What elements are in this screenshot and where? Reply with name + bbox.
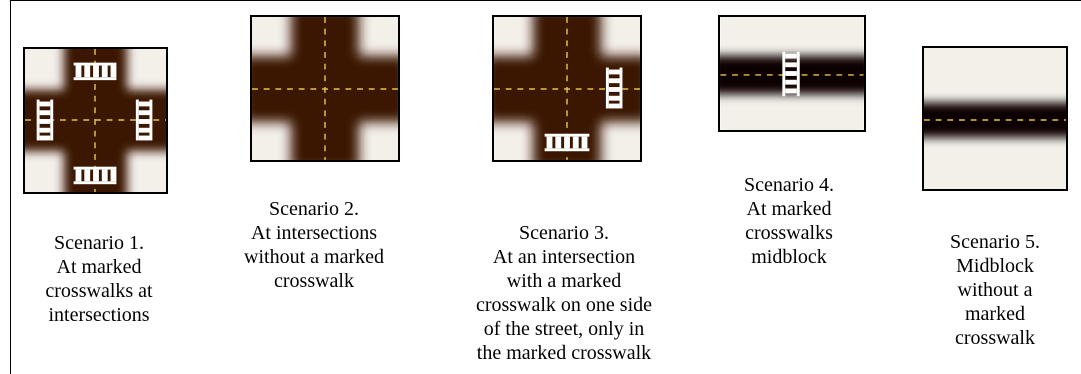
scenario-2: Scenario 2. At intersections without a m… bbox=[200, 0, 420, 374]
intersection-no-crosswalk-thumbnail bbox=[250, 15, 400, 162]
scenario-1-caption: Scenario 1. At marked crosswalks at inte… bbox=[14, 231, 184, 327]
intersection-partial-crosswalk-image bbox=[494, 17, 640, 160]
crosswalk-bottom bbox=[544, 133, 590, 152]
midblock-no-crosswalk-image bbox=[924, 48, 1066, 189]
scenario-5-title: Scenario 5. bbox=[950, 231, 1040, 253]
midblock-crosswalk-thumbnail bbox=[718, 15, 866, 132]
scenario-3-line-1: At an intersection bbox=[492, 246, 636, 268]
crosswalk-top bbox=[73, 62, 117, 81]
scenario-5-caption: Scenario 5. Midblock without a marked cr… bbox=[910, 230, 1080, 350]
figure-frame bbox=[10, 0, 1081, 374]
crosswalk-bottom bbox=[73, 166, 117, 185]
scenario-1-line-3: intersections bbox=[48, 304, 150, 326]
scenario-1-title: Scenario 1. bbox=[54, 232, 144, 254]
crosswalk-left bbox=[36, 99, 54, 141]
scenario-3-line-2: with a marked bbox=[506, 270, 622, 292]
scenario-4-line-2: crosswalks bbox=[745, 222, 833, 244]
scenario-4-line-1: At marked bbox=[746, 198, 832, 220]
crosswalk-right bbox=[135, 99, 153, 141]
scenario-1: Scenario 1. At marked crosswalks at inte… bbox=[0, 0, 200, 374]
scenario-1-line-2: crosswalks at bbox=[45, 280, 153, 302]
scenario-5-line-4: crosswalk bbox=[955, 327, 1035, 349]
intersection-crosswalks-image bbox=[25, 49, 166, 192]
midblock-crosswalk-image bbox=[720, 17, 864, 130]
scenario-1-line-1: At marked bbox=[56, 256, 142, 278]
scenario-4: Scenario 4. At marked crosswalks midbloc… bbox=[700, 0, 880, 374]
scenario-2-title: Scenario 2. bbox=[269, 198, 359, 220]
scenario-3-line-4: of the street, only in bbox=[483, 318, 645, 340]
scenario-4-title: Scenario 4. bbox=[744, 174, 834, 196]
scenario-5: Scenario 5. Midblock without a marked cr… bbox=[900, 0, 1081, 374]
midblock-no-crosswalk-thumbnail bbox=[922, 46, 1068, 191]
scenario-3-line-3: crosswalk on one side bbox=[475, 294, 653, 316]
intersection-crosswalks-thumbnail bbox=[23, 47, 168, 194]
scenario-2-line-1: At intersections bbox=[250, 222, 378, 244]
scenario-3-title: Scenario 3. bbox=[519, 222, 609, 244]
scenario-2-caption: Scenario 2. At intersections without a m… bbox=[220, 197, 408, 293]
crosswalk-right bbox=[605, 67, 623, 109]
scenario-5-line-3: marked bbox=[965, 303, 1025, 325]
scenario-5-line-2: without a bbox=[957, 279, 1033, 301]
scenario-5-line-1: Midblock bbox=[956, 255, 1034, 277]
intersection-partial-crosswalk-thumbnail bbox=[492, 15, 642, 162]
scenario-2-line-2: without a marked bbox=[244, 246, 384, 268]
scenario-2-line-3: crosswalk bbox=[274, 270, 354, 292]
scenario-3: Scenario 3. At an intersection with a ma… bbox=[440, 0, 660, 374]
scenario-3-line-5: the marked crosswalk bbox=[476, 342, 652, 364]
scenario-4-line-3: midblock bbox=[751, 246, 827, 268]
crosswalk-midblock bbox=[782, 51, 800, 97]
scenario-3-caption: Scenario 3. At an intersection with a ma… bbox=[448, 221, 680, 365]
scenario-4-caption: Scenario 4. At marked crosswalks midbloc… bbox=[704, 173, 874, 269]
intersection-no-crosswalk-image bbox=[252, 17, 398, 160]
